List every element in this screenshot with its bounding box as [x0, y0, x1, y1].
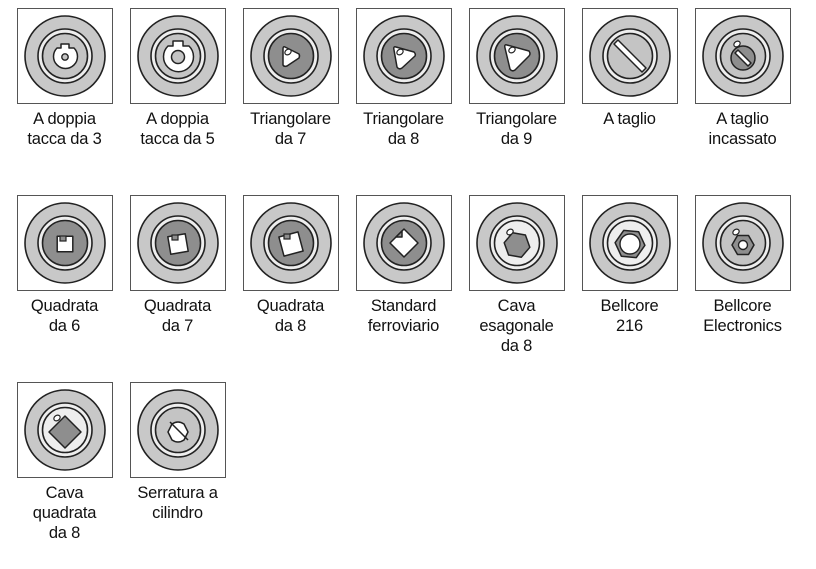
lock-type-label: Bellcore 216: [573, 296, 686, 336]
label-line: da 6: [48, 317, 81, 335]
lock-type-item: Triangolare da 7: [234, 8, 347, 149]
label-line: Triangolare: [476, 110, 557, 128]
lock-type-item: Standard ferroviario: [347, 195, 460, 336]
label-line: Triangolare: [250, 110, 331, 128]
lock-type-label: Serratura a cilindro: [121, 483, 234, 523]
lock-type-item: A doppia tacca da 3: [8, 8, 121, 149]
label-line: tacca da 5: [140, 130, 215, 148]
label-line: da 8: [500, 337, 533, 355]
lock-type-label: Cava quadrata da 8: [8, 483, 121, 543]
label-line: 216: [616, 317, 643, 335]
hollow-square-lock-icon: [16, 382, 113, 478]
lock-type-label: Triangolare da 8: [347, 109, 460, 149]
recessed-slot-lock-icon: [694, 8, 791, 104]
hollow-hexagon-lock-icon: [468, 195, 565, 291]
lock-type-item: Bellcore 216: [573, 195, 686, 336]
cylinder-lock-icon: [129, 382, 226, 478]
two-notch-small-lock-icon: [16, 8, 113, 104]
lock-type-item: A taglio incassato: [686, 8, 799, 149]
square-6-lock-icon: [16, 195, 113, 291]
lock-type-item: Serratura a cilindro: [121, 382, 234, 523]
label-line: da 7: [161, 317, 194, 335]
square-8-lock-icon: [242, 195, 339, 291]
lock-type-item: Cava esagonale da 8: [460, 195, 573, 356]
lock-type-item: A taglio: [573, 8, 686, 129]
label-line: da 7: [274, 130, 307, 148]
lock-type-item: Cava quadrata da 8: [8, 382, 121, 543]
lock-type-label: A taglio incassato: [686, 109, 799, 149]
square-7-lock-icon: [129, 195, 226, 291]
lock-type-item: Triangolare da 9: [460, 8, 573, 149]
label-line: A doppia: [146, 110, 209, 128]
triangle-9-lock-icon: [468, 8, 565, 104]
label-line: Cava: [497, 297, 536, 315]
label-line: Serratura a: [137, 484, 218, 502]
railway-standard-lock-icon: [355, 195, 452, 291]
label-line: A doppia: [33, 110, 96, 128]
lock-type-label: Cava esagonale da 8: [460, 296, 573, 356]
lock-type-label: A doppia tacca da 3: [8, 109, 121, 149]
label-line: Triangolare: [363, 110, 444, 128]
lock-type-item: Quadrata da 7: [121, 195, 234, 336]
lock-type-label: Triangolare da 7: [234, 109, 347, 149]
label-line: ferroviario: [367, 317, 440, 335]
lock-type-label: Quadrata da 7: [121, 296, 234, 336]
lock-type-label: Triangolare da 9: [460, 109, 573, 149]
label-line: cilindro: [152, 504, 203, 522]
label-line: Cava: [45, 484, 84, 502]
label-line: tacca da 3: [27, 130, 102, 148]
lock-type-label: Quadrata da 8: [234, 296, 347, 336]
label-line: da 8: [274, 317, 307, 335]
label-line: Bellcore: [600, 297, 659, 315]
label-line: da 8: [387, 130, 420, 148]
label-line: Electronics: [703, 317, 782, 335]
label-line: quadrata: [32, 504, 97, 522]
lock-type-label: A taglio: [573, 109, 686, 129]
bellcore-electronics-lock-icon: [694, 195, 791, 291]
label-line: A taglio: [716, 110, 769, 128]
triangle-7-lock-icon: [242, 8, 339, 104]
label-line: da 9: [500, 130, 533, 148]
bellcore-216-lock-icon: [581, 195, 678, 291]
label-line: Quadrata: [256, 297, 325, 315]
lock-type-item: Quadrata da 8: [234, 195, 347, 336]
lock-type-item: A doppia tacca da 5: [121, 8, 234, 149]
lock-type-label: Standard ferroviario: [347, 296, 460, 336]
triangle-8-lock-icon: [355, 8, 452, 104]
label-line: incassato: [708, 130, 777, 148]
label-line: Bellcore: [713, 297, 772, 315]
label-line: Standard: [370, 297, 437, 315]
label-line: A taglio: [603, 110, 656, 128]
two-notch-large-lock-icon: [129, 8, 226, 104]
label-line: Quadrata: [143, 297, 212, 315]
lock-type-item: Triangolare da 8: [347, 8, 460, 149]
lock-type-label: Quadrata da 6: [8, 296, 121, 336]
lock-type-label: A doppia tacca da 5: [121, 109, 234, 149]
label-line: esagonale: [479, 317, 554, 335]
label-line: da 8: [48, 524, 81, 542]
lock-type-item: Quadrata da 6: [8, 195, 121, 336]
slot-lock-icon: [581, 8, 678, 104]
label-line: Quadrata: [30, 297, 99, 315]
